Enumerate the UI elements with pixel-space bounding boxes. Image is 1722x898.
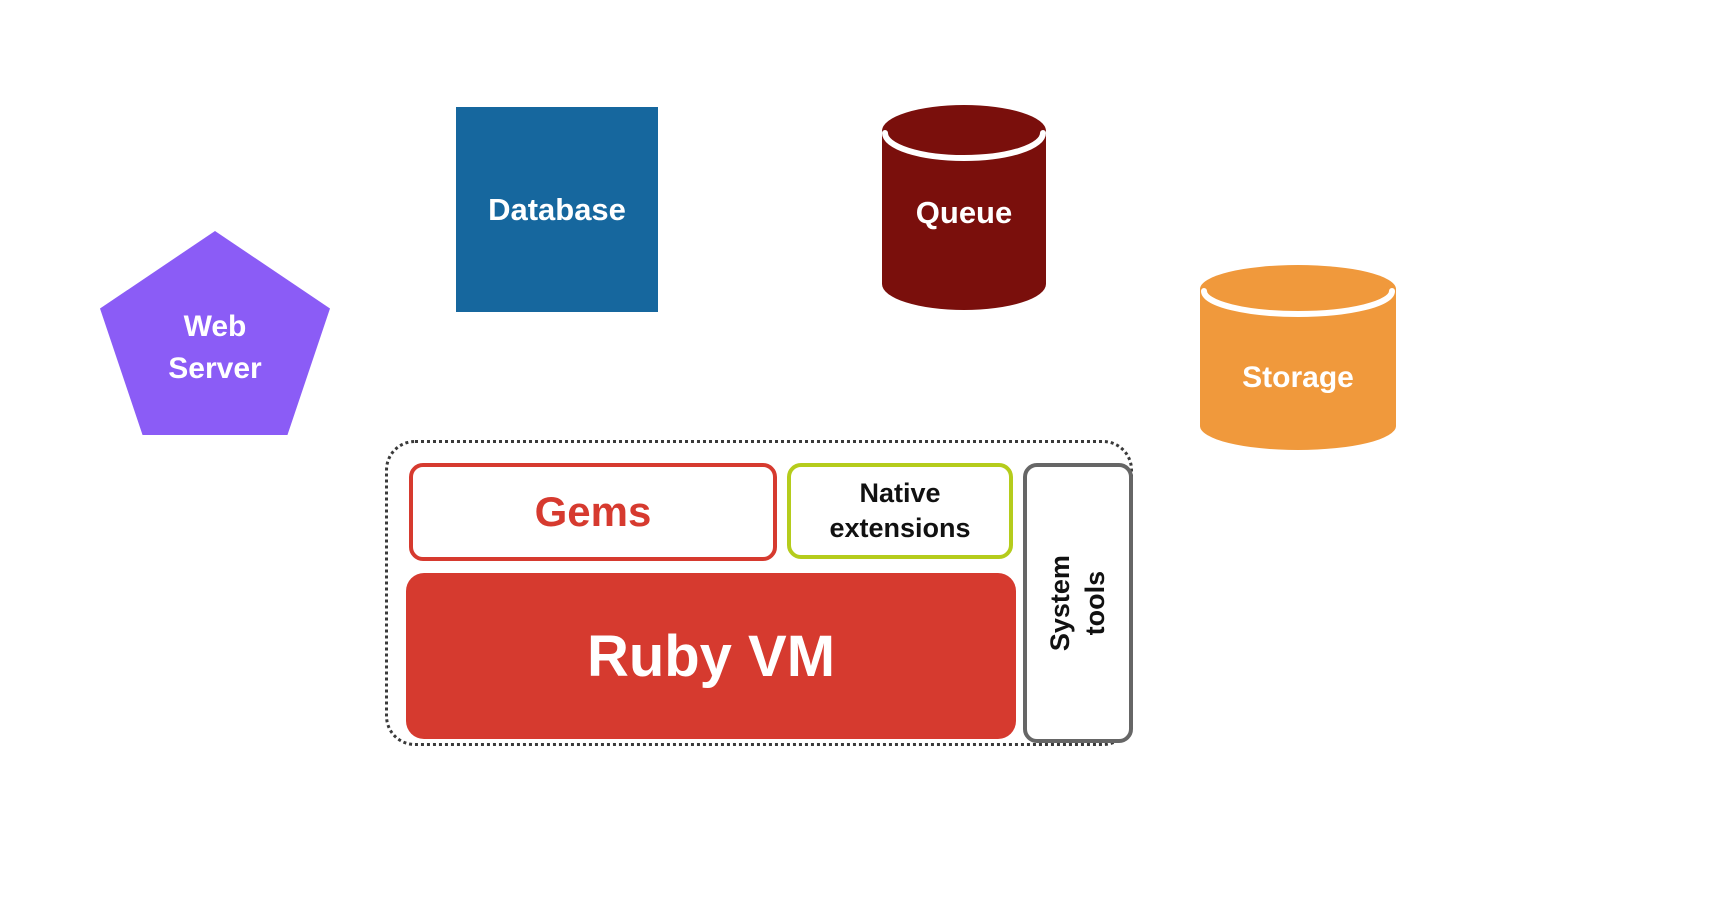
gems-label: Gems	[534, 488, 652, 535]
gems-node: Gems	[409, 463, 777, 561]
queue-label: Queue	[915, 195, 1013, 230]
runtime-group: Gems Native extensions System tools Ruby…	[385, 440, 1133, 746]
system-tools-node: System tools	[1023, 463, 1133, 743]
native-extensions-label: Native extensions	[829, 477, 971, 543]
database-label: Database	[488, 191, 626, 227]
web-server-node: Web Server	[100, 231, 330, 435]
storage-cylinder-icon	[1200, 265, 1396, 450]
database-node: Database	[456, 107, 658, 312]
ruby-vm-label: Ruby VM	[586, 623, 836, 689]
queue-cylinder-icon	[882, 105, 1046, 310]
queue-node: Queue	[882, 105, 1046, 310]
system-tools-label: System tools	[1044, 554, 1110, 652]
web-server-label: Web Server	[168, 310, 262, 385]
ruby-vm-node: Ruby VM	[406, 573, 1016, 739]
storage-label: Storage	[1242, 361, 1354, 394]
native-extensions-node: Native extensions	[787, 463, 1013, 559]
storage-node: Storage	[1200, 265, 1396, 450]
